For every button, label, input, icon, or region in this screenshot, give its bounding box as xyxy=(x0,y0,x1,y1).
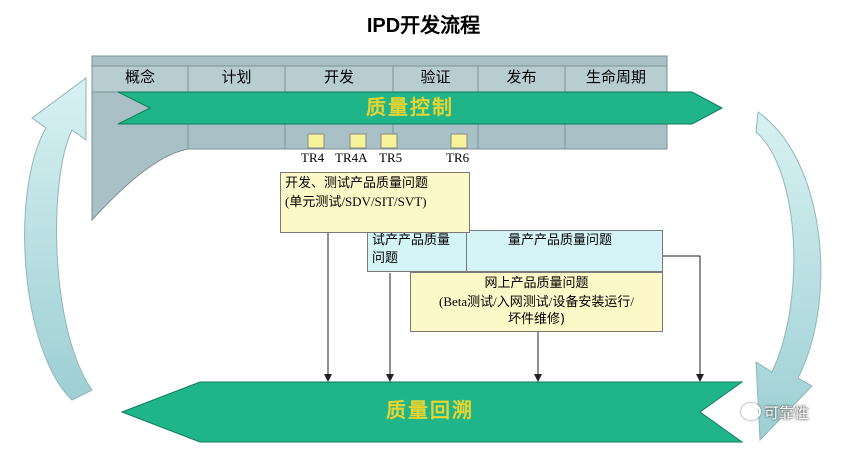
watermark: 可靠性 xyxy=(740,402,809,423)
online-quality-detail: (Beta测试/入网测试/设备安装运行/ xyxy=(439,294,634,310)
dev-test-title: 开发、测试产品质量问题 xyxy=(285,176,429,191)
tr-label: TR4A xyxy=(335,150,368,165)
online-quality-title: 网上产品质量问题 xyxy=(484,276,589,291)
quality-traceback-arrow xyxy=(120,381,744,443)
phase-release: 发布 xyxy=(506,68,537,86)
connector-arrow xyxy=(663,255,704,382)
mass-quality-label: 量产产品质量问题 xyxy=(508,233,613,248)
trial-quality-label: 试产产品质量 问题 xyxy=(372,232,450,268)
diagram-title: IPD开发流程 xyxy=(366,15,481,37)
online-quality-detail-2: 坏件维修) xyxy=(507,312,566,328)
online-quality-box: 网上产品质量问题 (Beta测试/入网测试/设备安装运行/ 坏件维修) xyxy=(410,272,663,332)
tr-marker xyxy=(349,133,367,149)
tr-marker xyxy=(450,133,468,149)
trial-quality-line: 问题 xyxy=(372,251,399,267)
tr-marker xyxy=(380,133,398,149)
left-cycle-arrow xyxy=(24,77,93,401)
phase-concept: 概念 xyxy=(124,68,155,86)
phase-lifecycle: 生命周期 xyxy=(585,68,646,86)
dev-test-detail: (单元测试/SDV/SIT/SVT) xyxy=(285,194,427,210)
box-divider xyxy=(466,231,467,273)
trial-quality-line: 试产产品质量 xyxy=(372,233,451,248)
tr-marker xyxy=(307,133,325,149)
right-cycle-arrow xyxy=(755,111,822,442)
phase-develop: 开发 xyxy=(323,68,354,86)
watermark-text: 可靠性 xyxy=(763,404,809,422)
tr-label: TR5 xyxy=(379,150,403,165)
tr-label: TR4 xyxy=(301,150,325,165)
quality-traceback-label: 质量回溯 xyxy=(386,398,474,422)
phase-plan: 计划 xyxy=(221,68,252,86)
wechat-icon xyxy=(740,403,761,420)
quality-control-label: 质量控制 xyxy=(366,95,454,119)
quality-control-arrow xyxy=(117,91,724,125)
phase-verify: 验证 xyxy=(420,68,451,86)
production-quality-box: 试产产品质量 问题 量产产品质量问题 xyxy=(367,230,663,273)
dev-test-quality-box: 开发、测试产品质量问题 (单元测试/SDV/SIT/SVT) xyxy=(280,172,470,233)
tr-label: TR6 xyxy=(446,150,470,165)
